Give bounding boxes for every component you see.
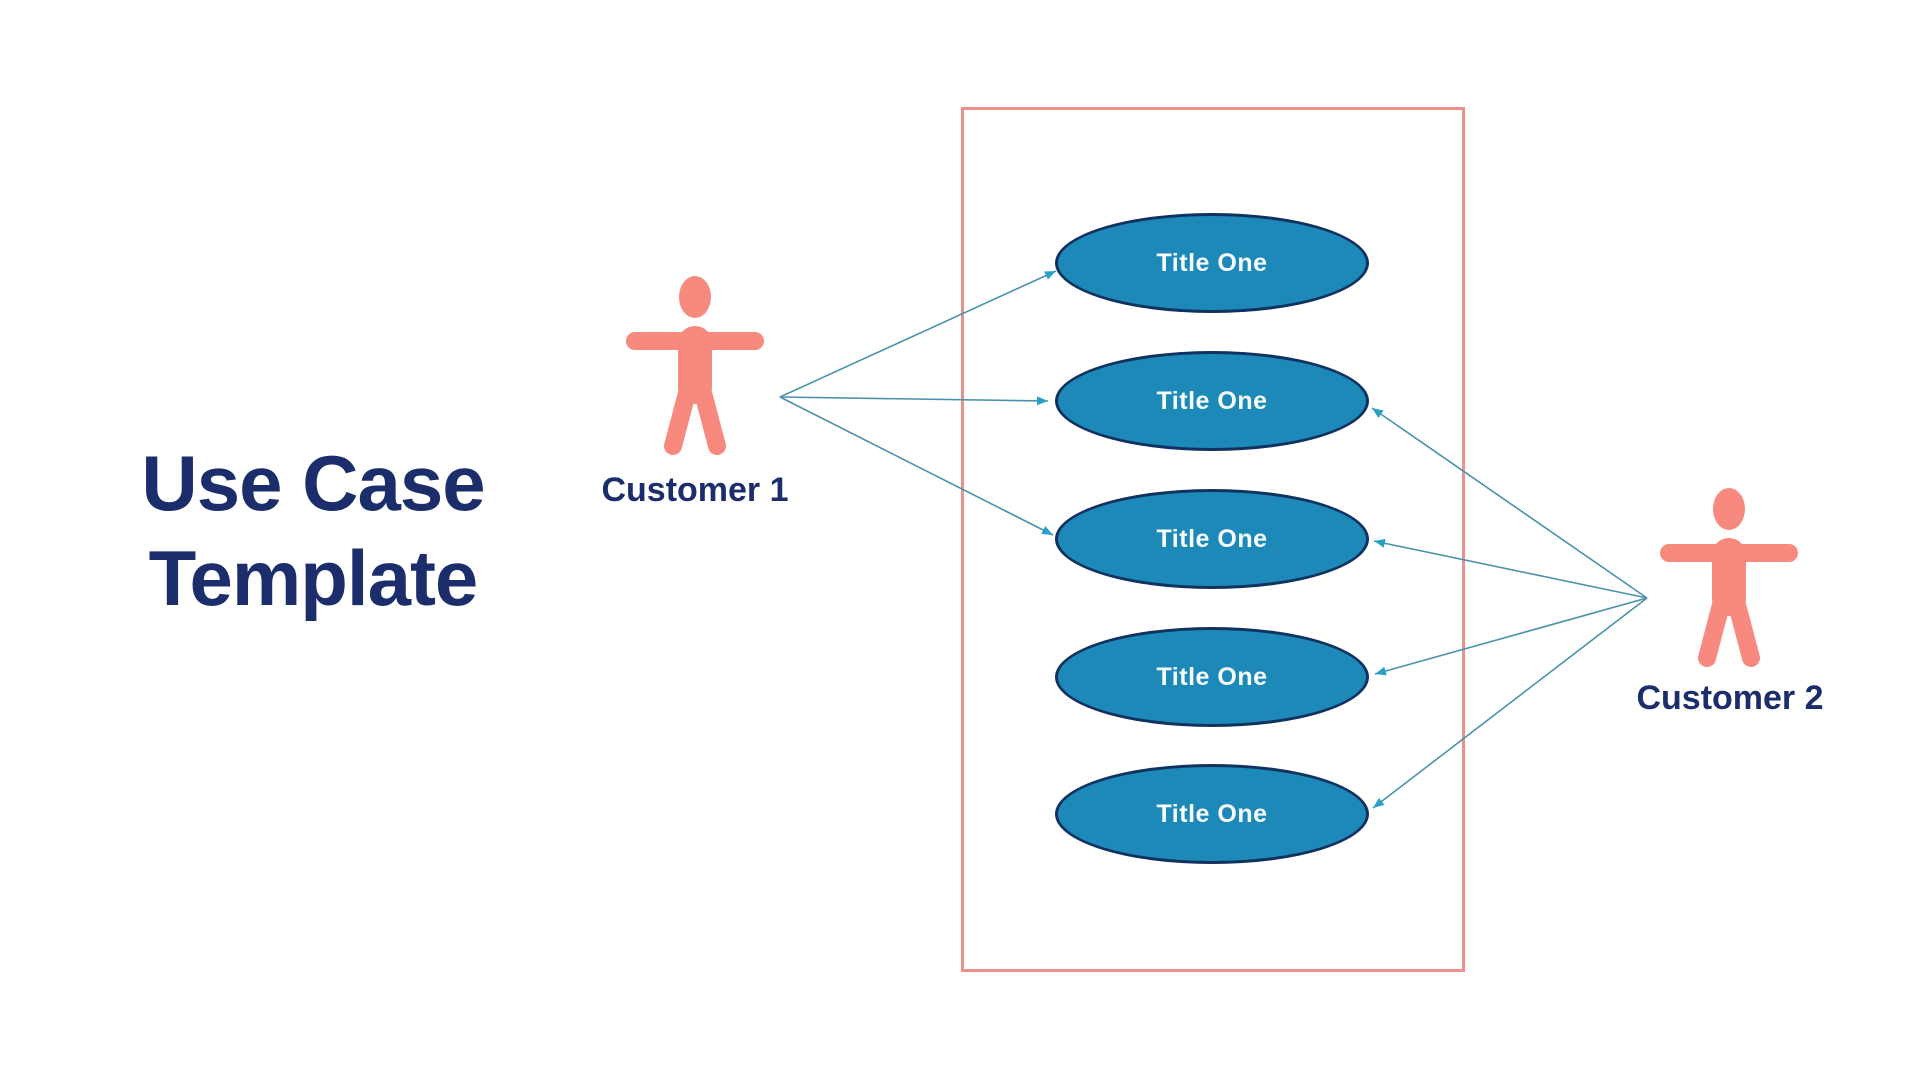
page-title-line-2: Template: [148, 534, 479, 622]
use-case-5-ellipse[interactable]: Title One: [1055, 764, 1369, 864]
use-case-5-label: Title One: [1156, 799, 1268, 828]
use-case-1-ellipse[interactable]: Title One: [1055, 213, 1369, 313]
customer-2-label: Customer 2: [1636, 679, 1824, 717]
page-title: Use Case Template: [93, 436, 533, 626]
page-title-line-1: Use Case: [141, 439, 485, 527]
use-case-4-ellipse[interactable]: Title One: [1055, 627, 1369, 727]
use-case-4-label: Title One: [1156, 662, 1268, 691]
use-case-2-ellipse[interactable]: Title One: [1055, 351, 1369, 451]
customer-2-figure[interactable]: [1669, 488, 1789, 658]
use-case-3-ellipse[interactable]: Title One: [1055, 489, 1369, 589]
use-case-3-label: Title One: [1156, 524, 1268, 553]
use-case-1-label: Title One: [1156, 248, 1268, 277]
customer-1-figure[interactable]: [635, 276, 755, 446]
customer-1-label: Customer 1: [601, 471, 789, 509]
use-case-2-label: Title One: [1156, 386, 1268, 415]
